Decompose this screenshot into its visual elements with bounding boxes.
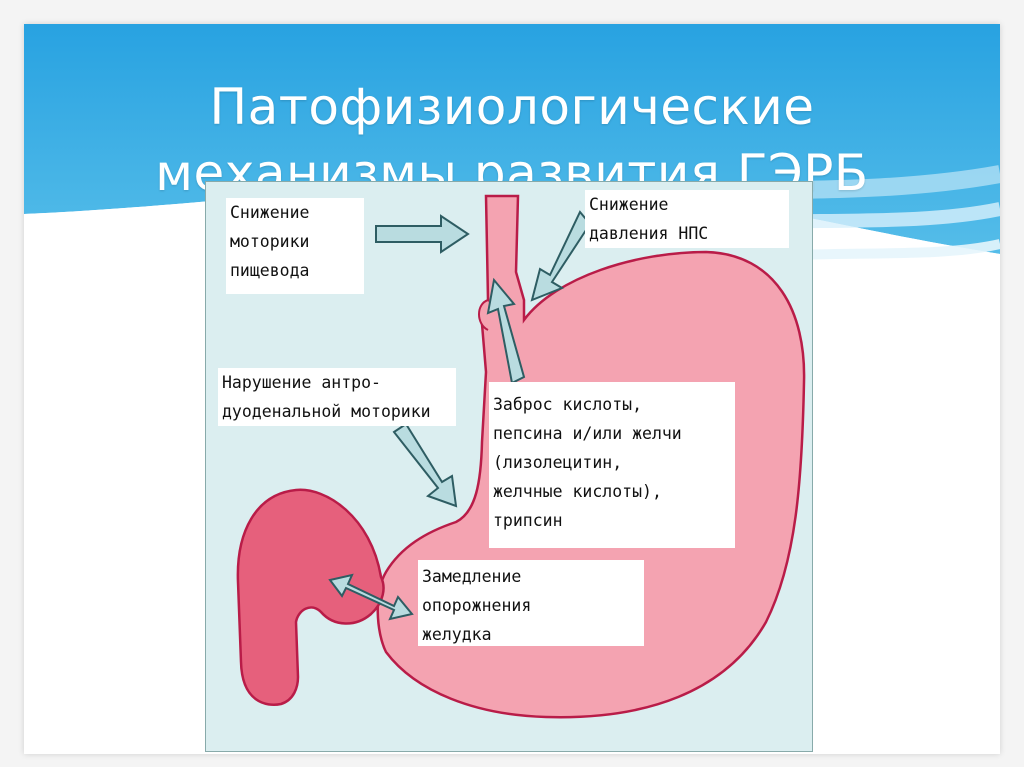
label-les-pressure: Снижение давления НПС (585, 190, 789, 248)
arrow-les-pressure (530, 210, 592, 302)
arrow-reflux-up (486, 277, 526, 385)
label-antroduodenal: Нарушение антро- дуоденальной моторики (218, 368, 456, 426)
arrow-esophageal-motility (375, 214, 470, 254)
arrow-antroduodenal (392, 422, 458, 508)
label-reflux: Заброс кислоты, пепсина и/или желчи (лиз… (489, 382, 735, 548)
arrow-gastric-emptying (328, 573, 414, 621)
label-gastric-emptying: Замедление опорожнения желудка (418, 560, 644, 646)
title-line-1: Патофизиологические (209, 77, 815, 136)
gerd-diagram: Снижение моторики пищевода Снижение давл… (205, 181, 813, 752)
duodenum-shape (236, 488, 385, 706)
label-esophageal-motility: Снижение моторики пищевода (226, 198, 364, 294)
